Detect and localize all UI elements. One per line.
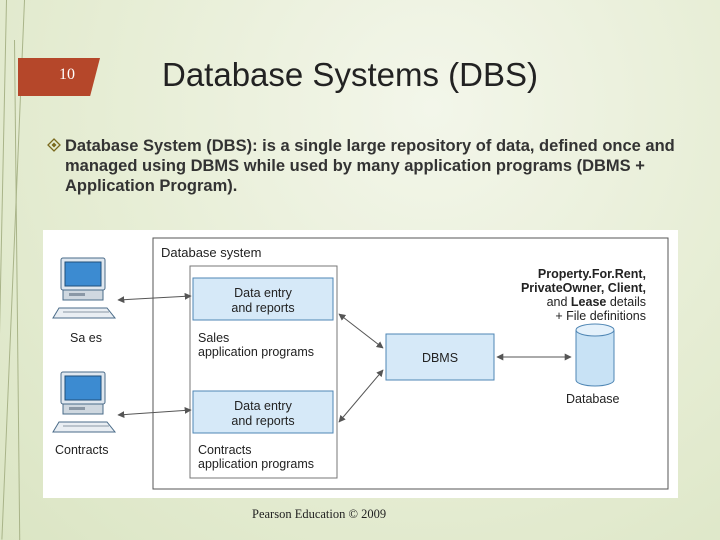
terminal-bottom-label: Contracts <box>55 443 109 457</box>
slide-title: Database Systems (DBS) <box>162 56 538 93</box>
figure-caption: Pearson Education © 2009 <box>252 507 387 521</box>
dbms-label: DBMS <box>421 351 459 365</box>
data-entry-box-bottom <box>192 390 334 434</box>
data-entry-label-top-1: Data entry <box>234 286 292 300</box>
arrow-app-bottom-dbms <box>338 369 384 423</box>
details-word: details <box>609 295 646 309</box>
contracts-app-label-2: application programs <box>198 457 315 471</box>
dbs-diagram: Database system Data entry and reports S… <box>43 230 678 498</box>
computer-terminal-icon <box>52 371 117 433</box>
data-entry-label-bottom-1: Data entry <box>234 399 292 413</box>
sales-app-label-1: Sales <box>198 331 230 345</box>
details-label-2: PrivateOwner, Client, <box>520 281 646 295</box>
details-label-3: and Lease details <box>483 295 646 309</box>
decorative-line <box>0 0 7 540</box>
arrow-app-top-dbms <box>338 313 384 349</box>
database-cylinder-icon <box>575 323 615 387</box>
arrow-terminal-bottom <box>117 406 192 419</box>
details-label-1: Property.For.Rent, <box>537 267 646 281</box>
slide-number-tab <box>18 58 100 96</box>
database-label: Database <box>566 392 620 406</box>
diamond-bullet-icon <box>47 138 61 152</box>
data-entry-box-top <box>192 277 334 321</box>
data-entry-label-top-2: and reports <box>231 301 295 315</box>
contracts-app-label-1: Contracts <box>198 443 252 457</box>
terminal-top-label: Sa es <box>70 331 102 345</box>
slide-number: 10 <box>59 66 75 83</box>
details-and: and <box>546 295 568 309</box>
database-system-label: Database system <box>161 245 262 260</box>
data-entry-label-bottom-2: and reports <box>231 414 295 428</box>
sales-app-label-2: application programs <box>198 345 315 359</box>
bullet-text: Database System (DBS): is a single large… <box>65 137 675 195</box>
details-lease: Lease <box>570 295 607 309</box>
dbms-box <box>385 333 495 381</box>
details-label-4: + File definitions <box>555 309 646 323</box>
computer-terminal-icon <box>52 257 117 319</box>
arrow-terminal-top <box>117 292 192 304</box>
